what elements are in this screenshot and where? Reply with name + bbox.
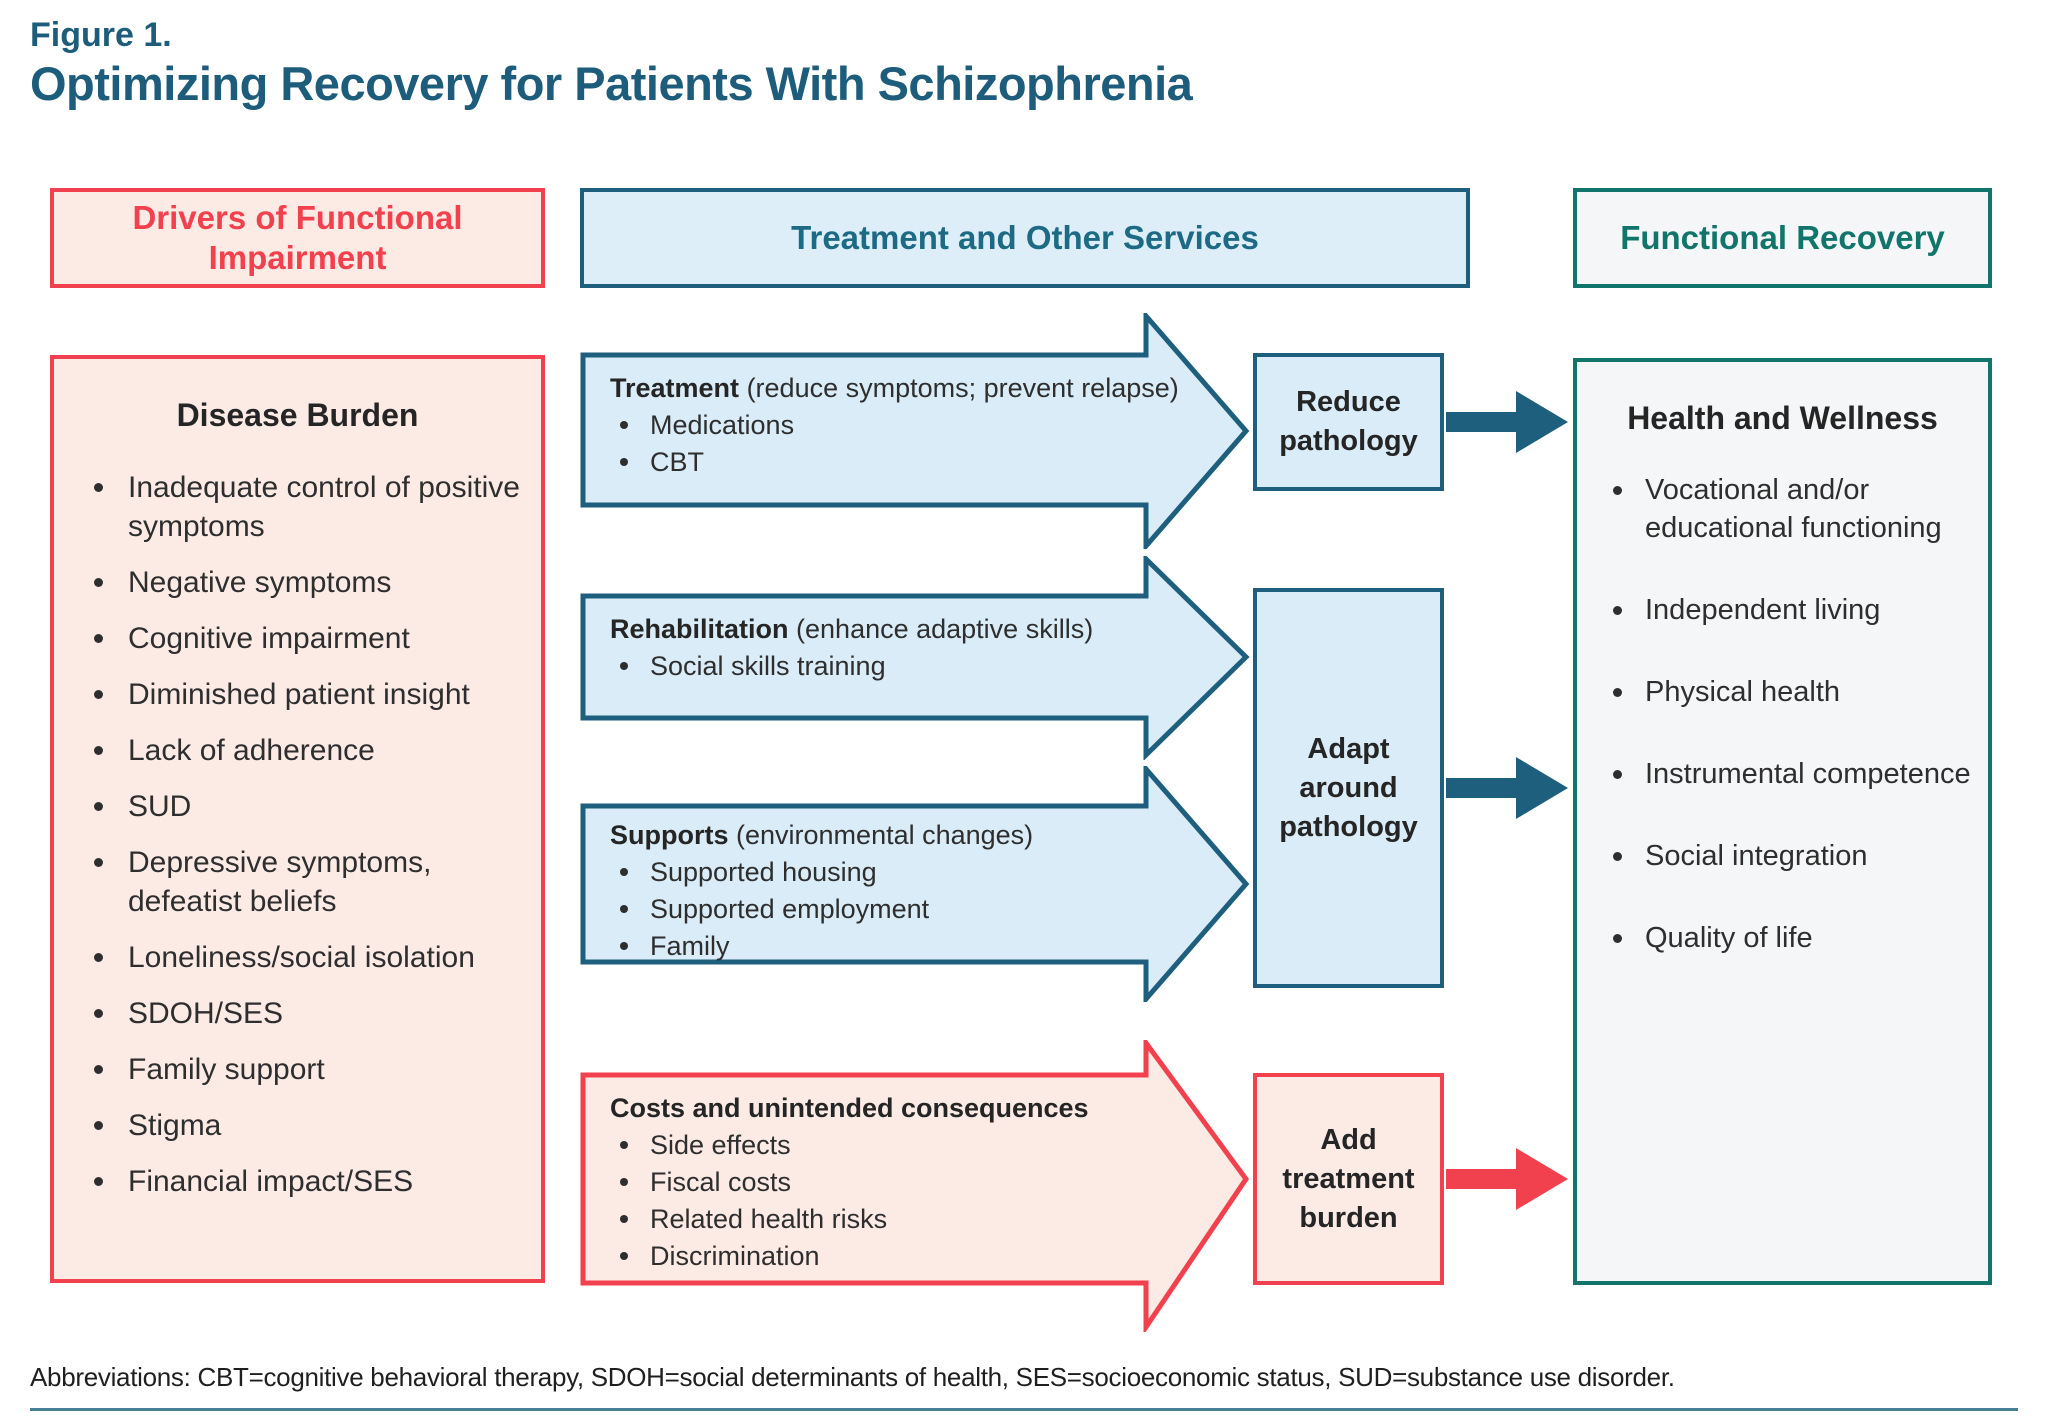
list-item: Stigma [86,1106,521,1145]
arrow-list: Social skills training [610,648,1135,685]
list-item: SUD [86,787,521,826]
arrow-subtitle: (enhance adaptive skills) [796,614,1094,644]
arrow-subtitle: (environmental changes) [736,820,1034,850]
burden-to-recovery-arrow-icon [1446,1148,1568,1215]
right-arrow-shape [580,556,1250,760]
health-and-wellness-list: Vocational and/or educational functionin… [1577,471,1988,957]
right-arrow-shape [580,313,1250,549]
adapt-to-recovery-arrow-icon [1446,757,1568,824]
list-item: Social integration [1605,837,1974,875]
list-item: Negative symptoms [86,563,521,602]
costs-arrow: Costs and unintended consequences Side e… [580,1040,1252,1332]
arrow-title: Costs and unintended consequences [610,1089,1135,1127]
disease-burden-title: Disease Burden [176,397,419,433]
arrow-title-bold: Costs and unintended consequences [610,1093,1089,1123]
treatment-arrow-text: Treatment (reduce symptoms; prevent rela… [610,369,1179,481]
list-item: CBT [610,444,1135,481]
arrow-title-bold: Treatment [610,373,740,403]
list-item: Inadequate control of positive symptoms [86,468,521,546]
list-item: Family [610,928,1135,965]
add-treatment-burden-box: Add treatment burden [1253,1073,1444,1285]
figure-label: Figure 1. [30,16,172,54]
health-and-wellness-title: Health and Wellness [1627,400,1938,436]
adapt-around-pathology-box: Adapt around pathology [1253,588,1444,988]
arrow-title: Supports (environmental changes) [610,816,1135,854]
list-item: Social skills training [610,648,1135,685]
list-item: Quality of life [1605,919,1974,957]
header-drivers-of-functional-impairment: Drivers of Functional Impairment [50,188,545,288]
supports-arrow-text: Supports (environmental changes) Support… [610,816,1135,965]
arrow-list: Side effects Fiscal costs Related health… [610,1127,1135,1275]
list-item: Loneliness/social isolation [86,938,521,977]
list-item: SDOH/SES [86,994,521,1033]
arrow-list: Supported housing Supported employment F… [610,854,1135,965]
disease-burden-list: Inadequate control of positive symptoms … [54,468,541,1201]
list-item: Cognitive impairment [86,619,521,658]
list-item: Supported housing [610,854,1135,891]
arrow-title: Rehabilitation (enhance adaptive skills) [610,610,1135,648]
list-item: Related health risks [610,1201,1135,1238]
figure-title: Optimizing Recovery for Patients With Sc… [30,57,1193,110]
arrow-subtitle: (reduce symptoms; prevent relapse) [746,373,1179,403]
supports-arrow: Supports (environmental changes) Support… [580,766,1252,1002]
header-functional-recovery: Functional Recovery [1573,188,1992,288]
abbreviations-footnote: Abbreviations: CBT=cognitive behavioral … [30,1362,1675,1392]
reduce-to-recovery-arrow-icon [1446,391,1568,458]
list-item: Fiscal costs [610,1164,1135,1201]
list-item: Side effects [610,1127,1135,1164]
list-item: Independent living [1605,591,1974,629]
right-arrow-shape [580,766,1250,1002]
rehabilitation-arrow: Rehabilitation (enhance adaptive skills)… [580,556,1252,760]
costs-arrow-text: Costs and unintended consequences Side e… [610,1089,1135,1275]
list-item: Diminished patient insight [86,675,521,714]
list-item: Instrumental competence [1605,755,1974,793]
disease-burden-box: Disease Burden Inadequate control of pos… [50,355,545,1283]
list-item: Family support [86,1050,521,1089]
health-and-wellness-box: Health and Wellness Vocational and/or ed… [1573,358,1992,1285]
list-item: Discrimination [610,1238,1135,1275]
list-item: Financial impact/SES [86,1162,521,1201]
arrow-title-bold: Supports [610,820,729,850]
right-arrow-shape [580,1040,1250,1332]
arrow-list: Medications CBT [610,407,1135,481]
footer-divider [30,1408,2018,1411]
arrow-title: Treatment (reduce symptoms; prevent rela… [610,369,1179,407]
reduce-pathology-box: Reduce pathology [1253,353,1444,491]
list-item: Medications [610,407,1135,444]
list-item: Vocational and/or educational functionin… [1605,471,1974,547]
treatment-arrow: Treatment (reduce symptoms; prevent rela… [580,313,1252,549]
header-treatment-and-other-services: Treatment and Other Services [580,188,1470,288]
list-item: Depressive symptoms, defeatist beliefs [86,843,521,921]
arrow-title-bold: Rehabilitation [610,614,789,644]
list-item: Lack of adherence [86,731,521,770]
rehabilitation-arrow-text: Rehabilitation (enhance adaptive skills)… [610,610,1135,685]
list-item: Physical health [1605,673,1974,711]
list-item: Supported employment [610,891,1135,928]
